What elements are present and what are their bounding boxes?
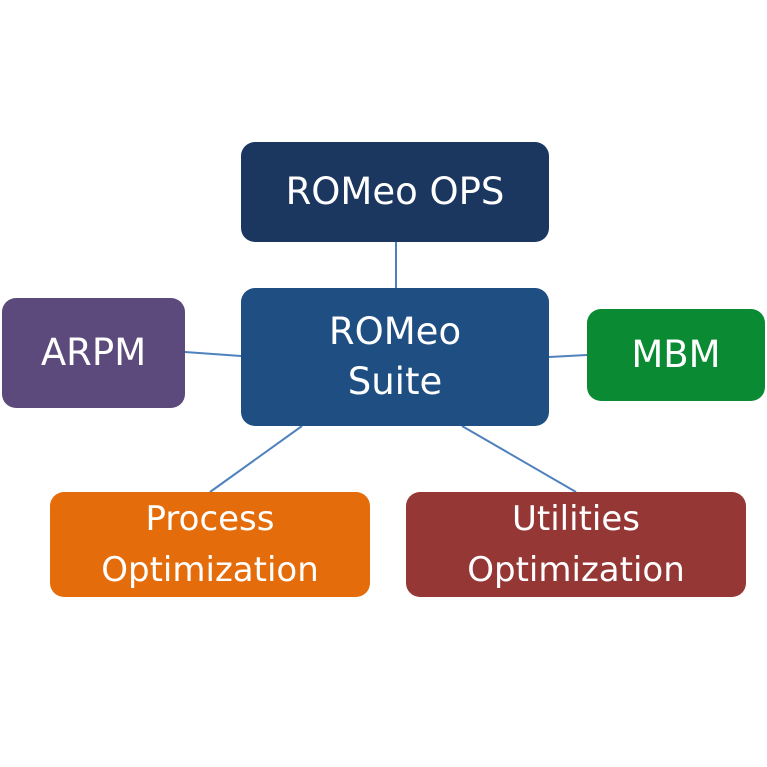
node-mbm-label: MBM [631,332,721,376]
connector-suite-arpm [184,351,242,357]
node-utilities-optimization: Utilities Optimization [406,492,746,597]
node-romeo-ops: ROMeo OPS [241,142,549,242]
node-process-label-line2: Optimization [101,549,319,590]
node-romeo-suite-label-line2: Suite [347,360,443,403]
connector-suite-utilities [461,425,577,493]
node-utilities-label-line2: Optimization [467,549,685,590]
connector-suite-process [209,425,303,493]
node-utilities-label-line1: Utilities [512,498,640,539]
node-process-optimization: Process Optimization [50,492,370,597]
node-arpm: ARPM [2,298,185,408]
node-romeo-suite-label-line1: ROMeo [328,310,462,354]
node-arpm-label: ARPM [40,330,147,374]
connector-suite-mbm [548,354,588,358]
node-romeo-suite: ROMeo Suite [241,288,549,426]
node-romeo-ops-label: ROMeo OPS [285,169,505,213]
node-process-label-line1: Process [145,498,275,539]
node-mbm: MBM [587,309,765,401]
